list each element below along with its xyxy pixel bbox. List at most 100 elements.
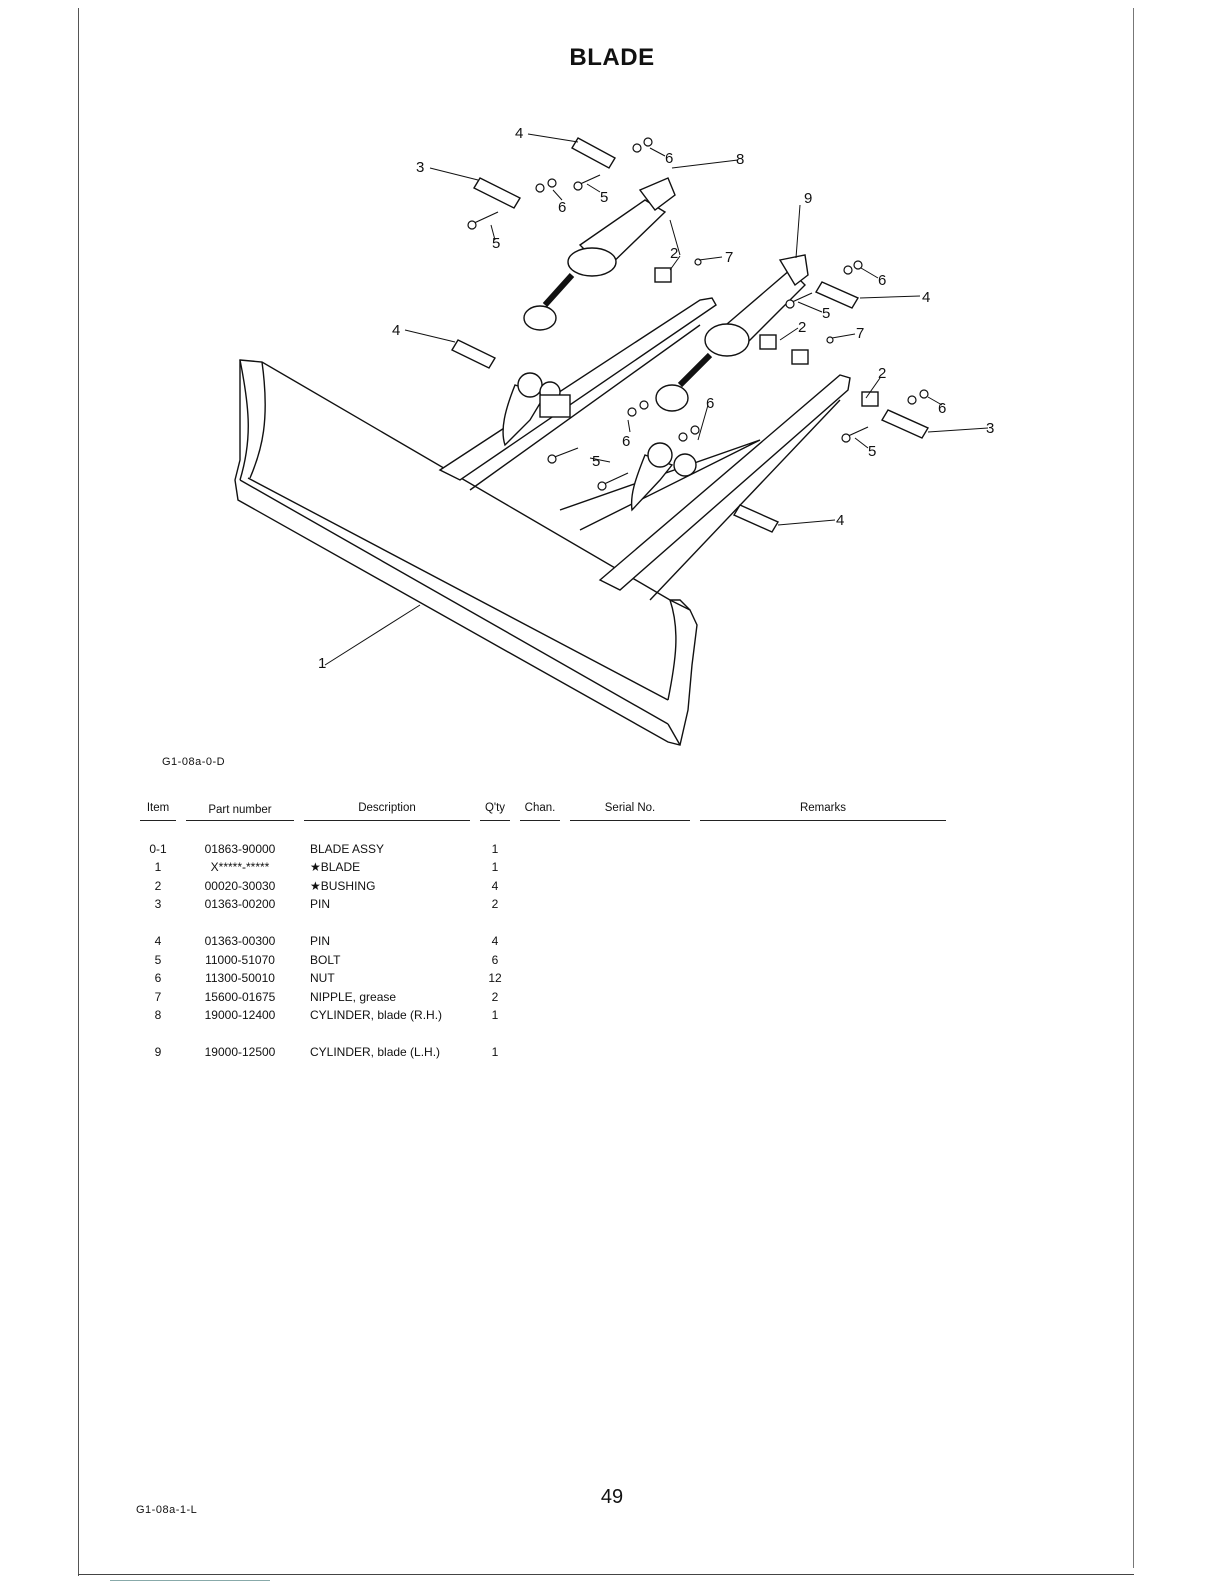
leader-lines [324,133,989,666]
cell-part-number: 11000-51070 [205,952,275,967]
hydraulic-cylinders [523,177,809,412]
cell-part-number: 19000-12500 [204,1045,276,1059]
cell-qty: 1 [491,1008,499,1022]
page-border-right [1133,8,1134,1568]
callout-6: 6 [706,395,714,412]
callout-3: 3 [986,420,994,437]
header-item: Item [140,800,176,821]
parts-table: Item Part number Description Q'ty Chan. … [140,800,946,1062]
group-gap [140,821,946,840]
callout-6: 6 [665,150,673,167]
cell-item: 2 [154,878,162,893]
cell-qty: 1 [491,860,499,874]
callout-5: 5 [600,189,608,206]
cell-part-number: 01363-00200 [204,897,276,911]
cell-part-number: X*****-***** [210,860,270,874]
cell-part-number: 15600-01675 [204,989,276,1004]
cell-qty: 2 [491,989,499,1004]
arm-brackets [502,372,697,512]
callout-5: 5 [822,305,830,322]
exploded-parts-diagram: 1 2 2 2 3 3 4 4 4 4 5 5 5 5 5 6 6 6 6 6 … [200,110,1020,760]
callout-4: 4 [515,125,523,142]
cell-item: 3 [154,897,162,911]
callout-4: 4 [836,512,844,529]
cell-part-number: 19000-12400 [204,1008,276,1022]
header-serial-no: Serial No. [570,800,690,821]
cell-qty: 4 [491,934,499,948]
callout-5: 5 [592,453,600,470]
callout-7: 7 [725,249,733,266]
cell-item: 6 [154,971,162,985]
callout-5: 5 [868,443,876,460]
cell-item: 1 [154,860,162,874]
cell-item: 5 [154,952,162,967]
page-number: 49 [600,1486,624,1508]
cell-item: 8 [154,1008,162,1022]
cell-qty: 2 [491,897,499,911]
header-chan: Chan. [520,800,560,821]
pins [451,137,930,533]
table-row: 2 00020-30030 ★BUSHING 4 [140,877,946,896]
cell-description: BOLT [310,952,341,967]
cell-item: 9 [154,1045,162,1059]
cell-qty: 1 [491,841,499,856]
page-border-bottom [78,1574,1134,1575]
figure-code: G1-08a-0-D [162,756,226,768]
group-gap [140,1025,946,1044]
table-row: 7 15600-01675 NIPPLE, grease 2 [140,988,946,1007]
table-row: 1 X*****-***** ★BLADE 1 [140,858,946,877]
table-row: 4 01363-00300 PIN 4 [140,932,946,951]
callout-5: 5 [492,235,500,252]
cell-part-number: 00020-30030 [204,878,276,893]
cell-part-number: 11300-50010 [205,971,275,985]
callout-2: 2 [798,319,806,336]
callout-6: 6 [938,400,946,417]
cell-qty: 4 [491,878,499,893]
cell-description: CYLINDER, blade (R.H.) [310,1008,443,1022]
header-part-number: Part number [186,800,294,821]
callout-8: 8 [736,151,744,168]
cell-part-number: 01363-00300 [204,934,276,948]
callout-1: 1 [318,655,326,672]
footer-code: G1-08a-1-L [136,1504,198,1516]
header-qty: Q'ty [480,800,510,821]
table-row: 5 11000-51070 BOLT 6 [140,951,946,970]
cell-item: 4 [154,934,162,948]
cell-qty: 12 [488,971,502,985]
bolts-and-nuts [467,137,929,491]
callout-2: 2 [670,245,678,262]
cell-description: NIPPLE, grease [310,989,397,1004]
group-gap [140,914,946,933]
cell-description: NUT [310,971,335,985]
callout-3: 3 [416,159,424,176]
page-border-left [78,8,79,1576]
callout-2: 2 [878,365,886,382]
cell-item: 7 [154,989,162,1004]
header-remarks: Remarks [700,800,946,821]
cell-description: ★BLADE [310,860,361,874]
bushings [654,267,879,407]
blade-drawing [234,359,698,746]
callout-6: 6 [622,433,630,450]
cell-description: CYLINDER, blade (L.H.) [310,1045,441,1059]
callout-6: 6 [558,199,566,216]
cell-description: ★BUSHING [310,878,376,893]
table-row: 8 19000-12400 CYLINDER, blade (R.H.) 1 [140,1006,946,1025]
table-header-row: Item Part number Description Q'ty Chan. … [140,800,946,821]
cell-description: PIN [310,934,331,948]
cell-description: BLADE ASSY [310,841,385,856]
cell-qty: 6 [491,952,499,967]
page-title: BLADE [569,44,655,71]
scan-artifact [110,1580,270,1581]
callout-6: 6 [878,272,886,289]
callout-numbers: 1 2 2 2 3 3 4 4 4 4 5 5 5 5 5 6 6 6 6 6 … [318,125,994,672]
callout-7: 7 [856,325,864,342]
cell-item: 0-1 [149,841,167,856]
callout-4: 4 [392,322,400,339]
header-description: Description [304,800,470,821]
callout-9: 9 [804,190,812,207]
